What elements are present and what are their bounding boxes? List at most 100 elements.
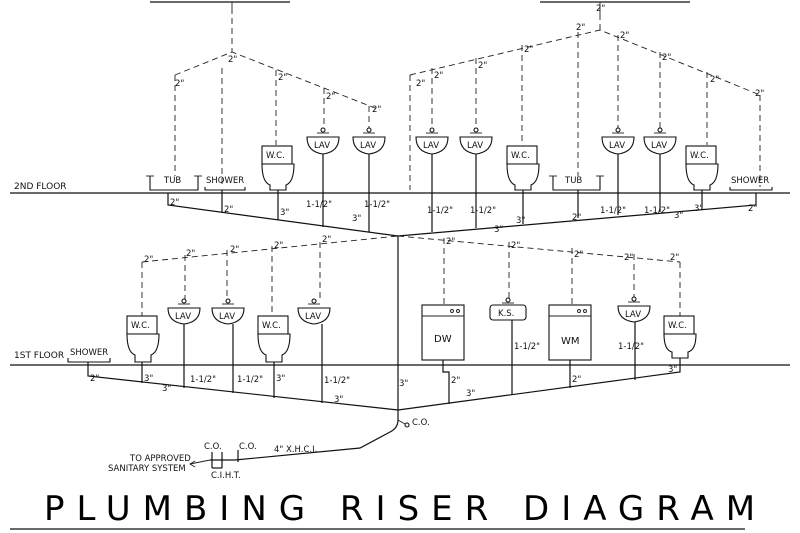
svg-text:2": 2" bbox=[478, 61, 487, 71]
svg-text:2": 2" bbox=[710, 75, 719, 85]
shower-1st: SHOWER bbox=[67, 348, 111, 363]
svg-text:2": 2" bbox=[230, 245, 239, 255]
lavatory-2nd-right-2: LAV bbox=[459, 127, 493, 155]
vent-network-1st-right: 2" 2" 2" 2" 2" bbox=[397, 235, 681, 316]
svg-text:2": 2" bbox=[662, 53, 671, 63]
svg-text:3": 3" bbox=[352, 214, 361, 224]
svg-text:2": 2" bbox=[90, 374, 99, 384]
svg-text:4" X.H.C.I.: 4" X.H.C.I. bbox=[274, 445, 317, 455]
svg-text:1-1/2": 1-1/2" bbox=[306, 200, 332, 210]
svg-text:1-1/2": 1-1/2" bbox=[644, 206, 670, 216]
svg-text:1-1/2": 1-1/2" bbox=[324, 376, 350, 386]
water-closet-2nd-right-2: W.C. bbox=[685, 145, 719, 191]
roof-vent-left bbox=[150, 1, 290, 8]
svg-text:2": 2" bbox=[511, 241, 520, 251]
svg-text:2": 2" bbox=[416, 79, 425, 89]
vent-network-right-upper: 2" 2" 2" 2" 2" 2" 2" 2" 2" bbox=[409, 14, 764, 190]
svg-text:3": 3" bbox=[668, 365, 677, 375]
washing-machine: WM bbox=[548, 304, 592, 361]
svg-text:1-1/2": 1-1/2" bbox=[470, 206, 496, 216]
svg-text:K.S.: K.S. bbox=[498, 309, 514, 319]
svg-text:1-1/2": 1-1/2" bbox=[618, 342, 644, 352]
lavatory-2nd-right-1: LAV bbox=[415, 127, 449, 155]
water-closet-2nd-right-1: W.C. bbox=[506, 145, 540, 191]
svg-text:3": 3" bbox=[694, 204, 703, 214]
svg-text:3": 3" bbox=[334, 395, 343, 405]
svg-text:W.C.: W.C. bbox=[131, 321, 150, 331]
svg-text:LAV: LAV bbox=[314, 141, 330, 151]
svg-text:2": 2" bbox=[326, 92, 335, 102]
svg-text:2": 2" bbox=[670, 253, 679, 263]
svg-text:2": 2" bbox=[451, 376, 460, 386]
svg-text:2": 2" bbox=[446, 237, 455, 247]
shower-2nd-left: SHOWER bbox=[204, 176, 246, 191]
svg-text:2": 2" bbox=[572, 213, 581, 223]
svg-text:2": 2" bbox=[755, 89, 764, 99]
svg-text:3": 3" bbox=[674, 211, 683, 221]
svg-text:C.I.H.T.: C.I.H.T. bbox=[211, 471, 241, 481]
svg-text:SANITARY SYSTEM: SANITARY SYSTEM bbox=[108, 464, 186, 474]
lavatory-2nd-right-3: LAV bbox=[601, 127, 635, 155]
drain-network-2nd-floor: 2" 2" 3" 1-1/2" 3" 1-1/2" 1-1/2" 1-1/2" … bbox=[167, 154, 757, 237]
svg-text:2": 2" bbox=[274, 241, 283, 251]
dishwasher: DW bbox=[421, 304, 465, 361]
svg-text:W.C.: W.C. bbox=[511, 151, 530, 161]
svg-text:SHOWER: SHOWER bbox=[206, 176, 244, 186]
svg-text:W.C.: W.C. bbox=[668, 321, 687, 331]
svg-text:2": 2" bbox=[620, 31, 629, 41]
roof-vent-right: 2" bbox=[540, 1, 690, 14]
svg-text:3": 3" bbox=[144, 374, 153, 384]
svg-text:LAV: LAV bbox=[219, 312, 235, 322]
svg-text:LAV: LAV bbox=[423, 141, 439, 151]
svg-text:SHOWER: SHOWER bbox=[70, 348, 108, 358]
svg-text:2": 2" bbox=[576, 23, 585, 33]
svg-text:1-1/2": 1-1/2" bbox=[600, 206, 626, 216]
lavatory-1st-2: LAV bbox=[211, 298, 245, 325]
svg-text:C.O.: C.O. bbox=[204, 442, 222, 452]
svg-text:W.C.: W.C. bbox=[690, 151, 709, 161]
svg-text:2": 2" bbox=[175, 79, 184, 89]
svg-text:2": 2" bbox=[748, 204, 757, 214]
svg-text:2": 2" bbox=[524, 45, 533, 55]
svg-text:LAV: LAV bbox=[467, 141, 483, 151]
svg-text:2": 2" bbox=[572, 375, 581, 385]
svg-text:C.O.: C.O. bbox=[412, 418, 430, 428]
svg-text:LAV: LAV bbox=[175, 312, 191, 322]
svg-text:LAV: LAV bbox=[651, 141, 667, 151]
svg-text:LAV: LAV bbox=[609, 141, 625, 151]
diagram-title: PLUMBING RISER DIAGRAM bbox=[44, 489, 767, 529]
svg-text:3": 3" bbox=[494, 225, 503, 235]
svg-text:2": 2" bbox=[322, 235, 331, 245]
svg-text:2": 2" bbox=[372, 105, 381, 115]
svg-text:2": 2" bbox=[170, 198, 179, 208]
svg-text:3": 3" bbox=[280, 208, 289, 218]
svg-text:C.O.: C.O. bbox=[239, 442, 257, 452]
svg-text:SHOWER: SHOWER bbox=[731, 176, 769, 186]
svg-text:2": 2" bbox=[574, 250, 583, 260]
svg-text:1-1/2": 1-1/2" bbox=[364, 200, 390, 210]
svg-text:DW: DW bbox=[434, 334, 452, 345]
water-closet-1st-3: W.C. bbox=[663, 315, 697, 359]
shower-2nd-right: SHOWER bbox=[729, 176, 773, 191]
svg-text:3": 3" bbox=[516, 216, 525, 226]
second-floor-label: 2ND FLOOR bbox=[14, 182, 67, 192]
svg-text:3": 3" bbox=[466, 389, 475, 399]
svg-text:2": 2" bbox=[596, 4, 605, 14]
svg-text:1-1/2": 1-1/2" bbox=[427, 206, 453, 216]
svg-text:2": 2" bbox=[434, 71, 443, 81]
vent-network-left-upper: 2" 2" 2" 2" 2" bbox=[174, 8, 381, 190]
lavatory-2nd-left-1: LAV bbox=[306, 127, 340, 155]
svg-text:2": 2" bbox=[186, 249, 195, 259]
svg-text:3": 3" bbox=[276, 374, 285, 384]
tub-2nd-right: TUB bbox=[549, 175, 604, 191]
water-closet-2nd-left: W.C. bbox=[261, 145, 295, 191]
lavatory-2nd-right-4: LAV bbox=[643, 127, 677, 155]
tub-2nd-left: TUB bbox=[146, 175, 202, 191]
svg-text:2": 2" bbox=[228, 55, 237, 65]
lavatory-1st-1: LAV bbox=[167, 298, 201, 325]
first-floor-label: 1ST FLOOR bbox=[14, 351, 64, 361]
svg-text:WM: WM bbox=[561, 336, 580, 347]
svg-text:3": 3" bbox=[399, 379, 408, 389]
svg-text:TUB: TUB bbox=[564, 176, 582, 186]
